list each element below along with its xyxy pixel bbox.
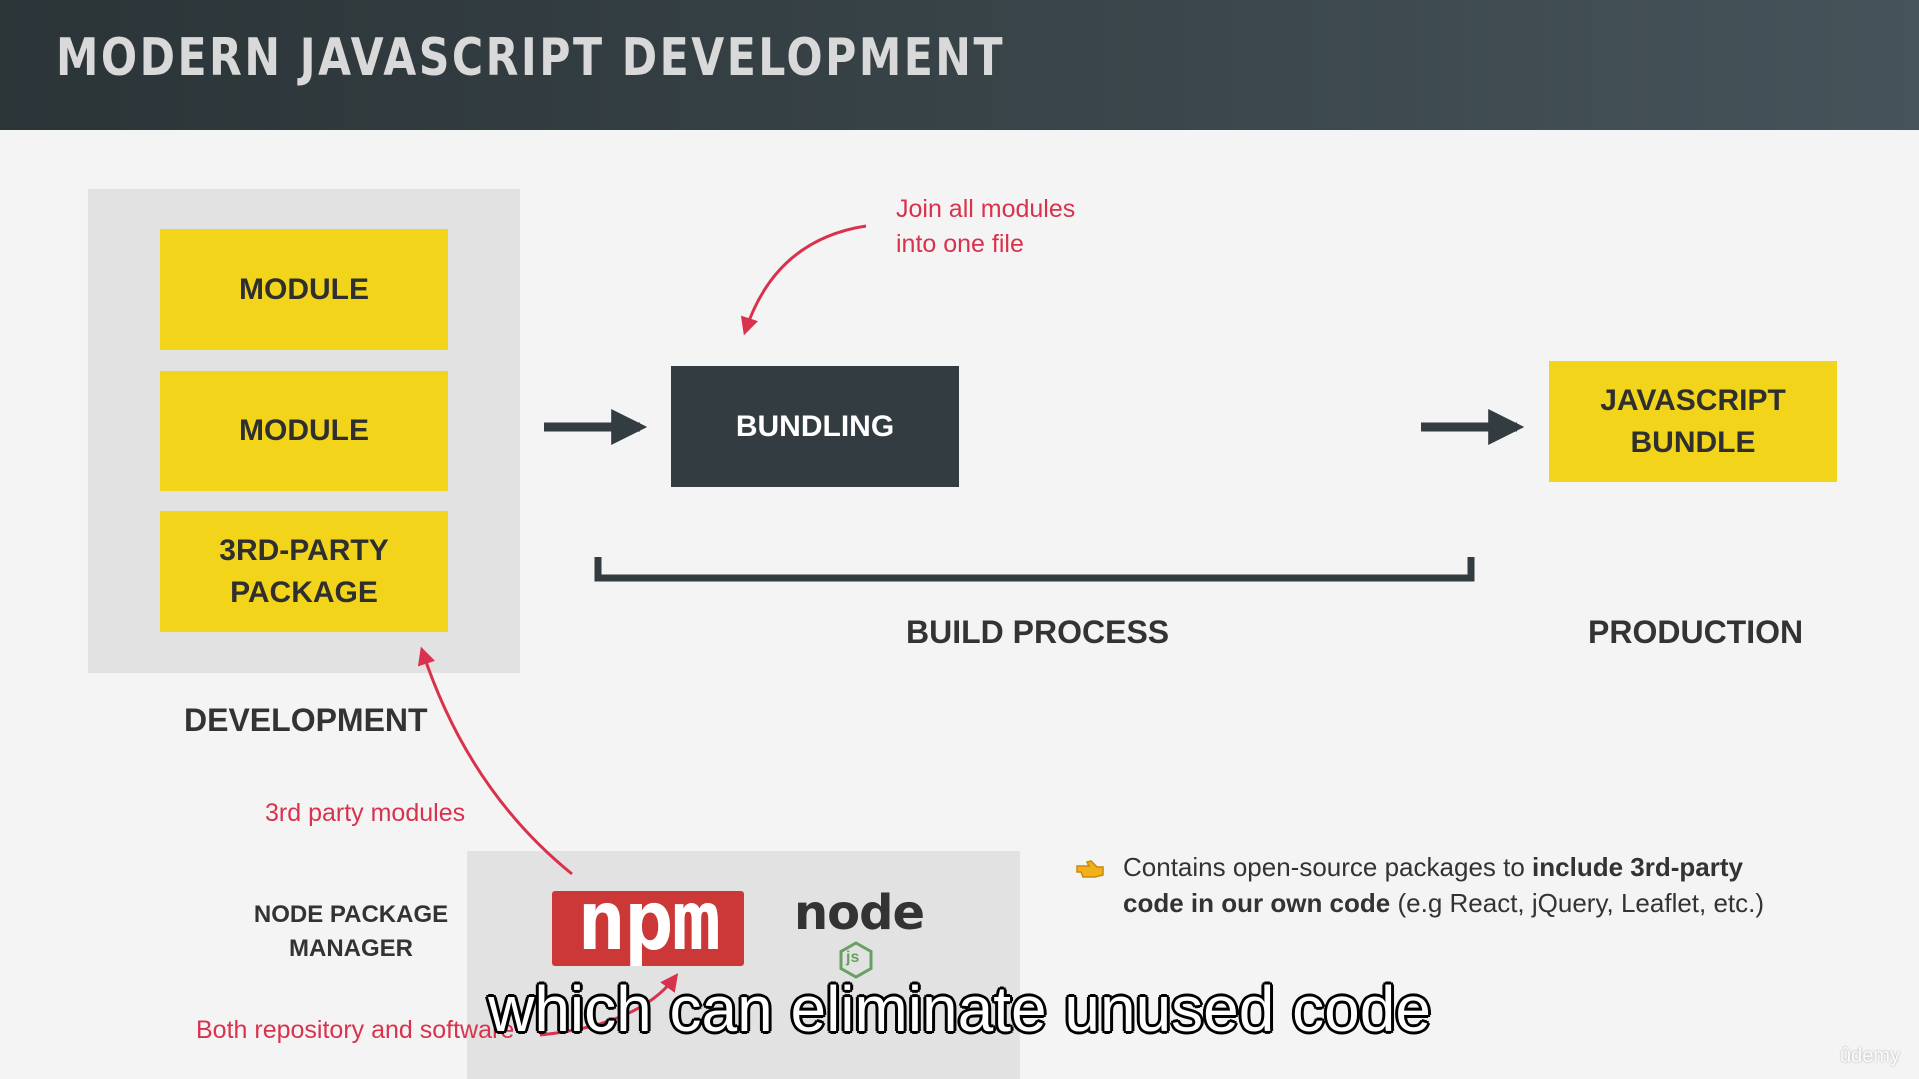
npm-manager-line-1: NODE PACKAGE — [253, 901, 449, 928]
third-party-package-box: 3RD-PARTY PACKAGE — [160, 511, 448, 632]
description-bold-1: include 3rd-party — [1532, 852, 1743, 882]
slide-header: MODERN JAVASCRIPT DEVELOPMENT — [0, 0, 1919, 130]
nodejs-logo-icon: node js — [794, 885, 934, 985]
bundle-line-2: BUNDLE — [1630, 425, 1756, 459]
third-party-curved-arrow — [417, 646, 573, 876]
npm-logo-icon: npm — [552, 881, 744, 966]
third-party-line-1: 3RD-PARTY — [219, 533, 389, 567]
development-panel: MODULE MODULE 3RD-PARTY PACKAGE — [88, 189, 520, 673]
nodejs-logo-text: node — [794, 885, 925, 941]
production-label: PRODUCTION — [1588, 614, 1804, 650]
pointing-hand-icon — [1075, 858, 1105, 885]
bundle-line-1: JAVASCRIPT — [1600, 383, 1786, 417]
module-box-1: MODULE — [160, 229, 448, 350]
third-party-modules-note: 3rd party modules — [265, 799, 466, 827]
third-party-line-2: PACKAGE — [230, 575, 378, 609]
npm-panel: npm node js — [467, 851, 1020, 1079]
nodejs-hexagon-icon — [839, 941, 873, 979]
development-label: DEVELOPMENT — [184, 702, 428, 738]
module-label-2: MODULE — [239, 414, 369, 447]
description-plain-1: Contains open-source packages to — [1123, 852, 1533, 882]
npm-logo-text: npm — [576, 874, 721, 969]
javascript-bundle-box: JAVASCRIPT BUNDLE — [1549, 361, 1837, 482]
description-plain-2: (e.g React, jQuery, Leaflet, etc.) — [1390, 888, 1765, 918]
module-box-2: MODULE — [160, 371, 448, 491]
module-label-1: MODULE — [239, 272, 369, 306]
bundling-note: Join all modules into one file — [896, 192, 1075, 262]
nodejs-js-text: js — [846, 949, 860, 966]
repository-curved-arrow — [539, 973, 679, 1037]
join-modules-curved-arrow — [740, 224, 867, 336]
video-subtitle: which can eliminate unused code — [488, 973, 1431, 1045]
build-process-label: BUILD PROCESS — [906, 614, 1170, 650]
udemy-watermark: ûdemy — [1840, 1045, 1901, 1067]
bundling-note-line-1: Join all modules — [896, 195, 1076, 223]
node-package-manager-label: NODE PACKAGE MANAGER — [248, 898, 454, 966]
bundling-label: BUNDLING — [735, 409, 895, 443]
slide-title: MODERN JAVASCRIPT DEVELOPMENT — [56, 28, 1006, 88]
npm-manager-line-2: MANAGER — [289, 935, 413, 962]
description-bold-2: code in our own code — [1123, 888, 1391, 918]
bundling-note-line-2: into one file — [896, 230, 1024, 258]
bottom-note: Both repository and software — [196, 1016, 515, 1044]
bundling-box: BUNDLING — [671, 366, 959, 487]
npm-description: Contains open-source packages to include… — [1123, 849, 1823, 921]
build-process-bracket — [594, 557, 1475, 582]
